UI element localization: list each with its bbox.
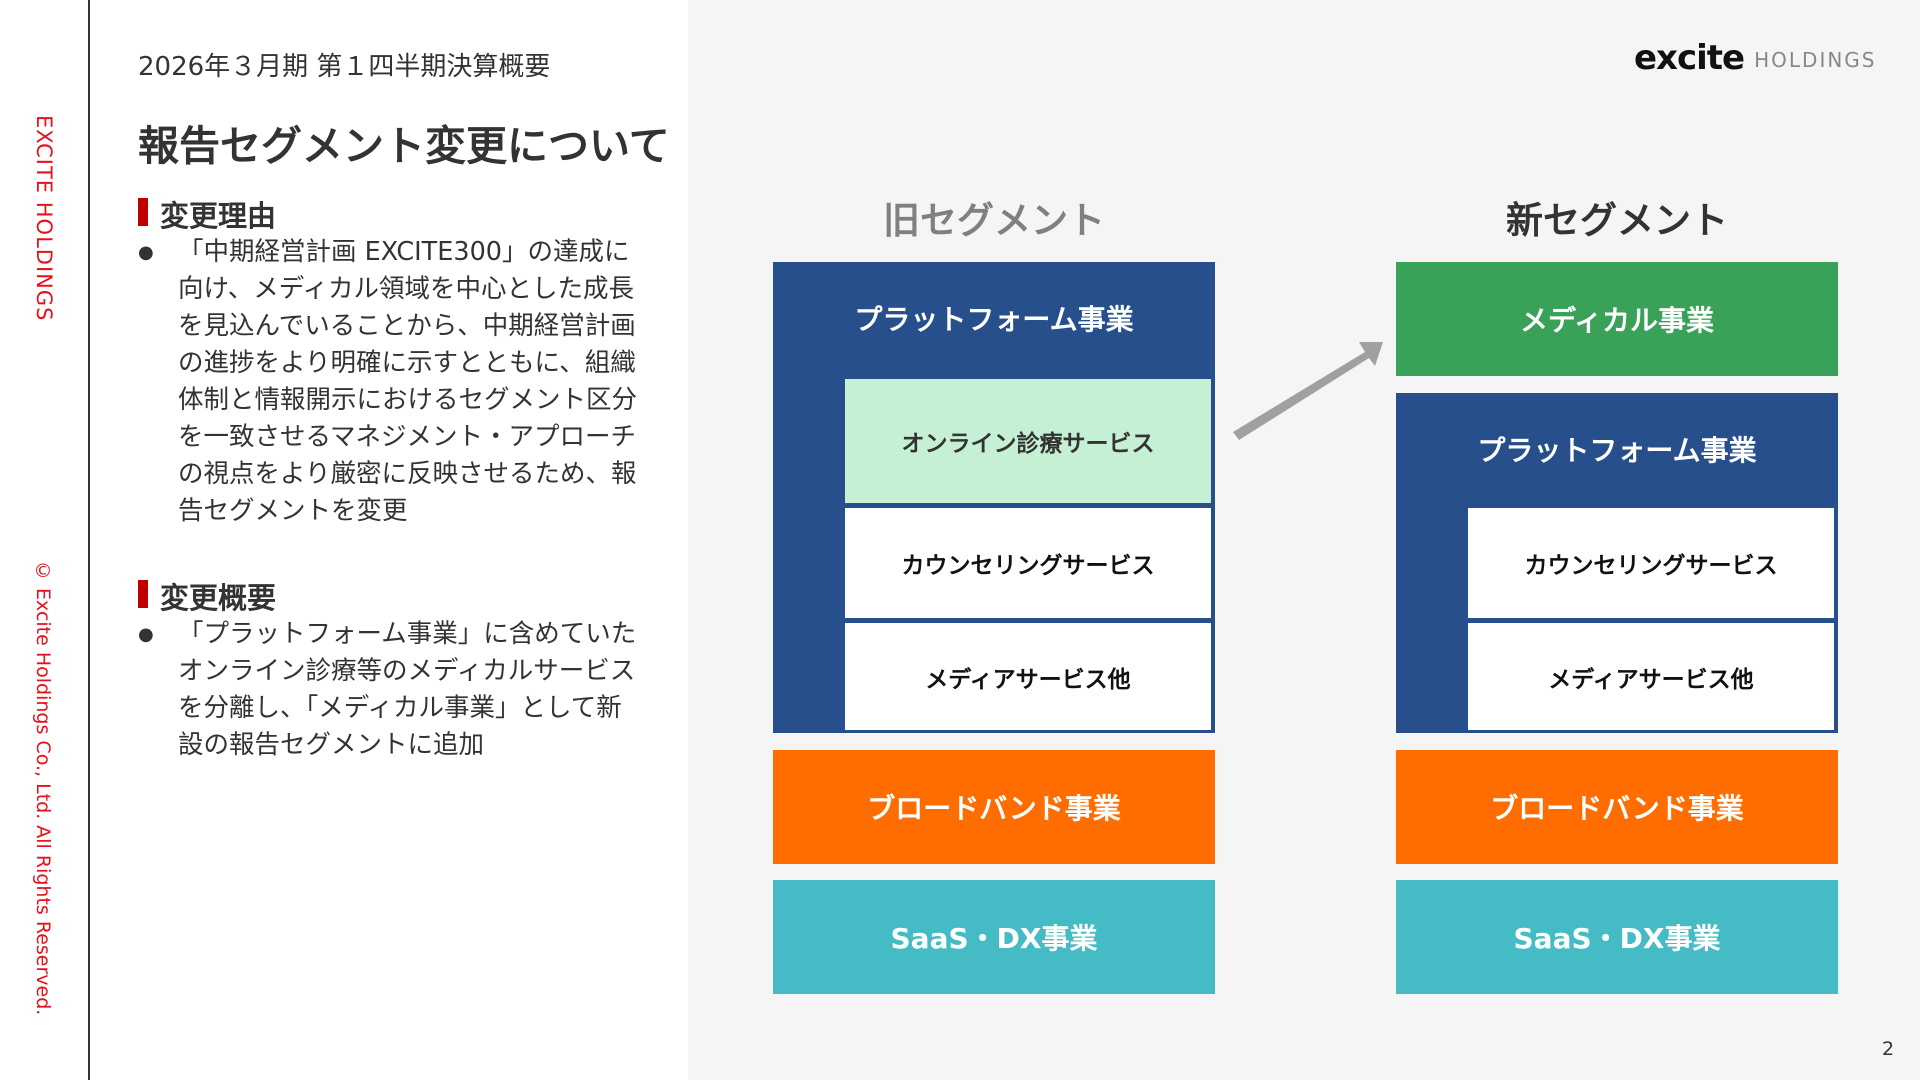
bullet-text-line: 告セグメントを変更 [178, 496, 408, 526]
left-panel [0, 0, 688, 1080]
arrow-icon [1233, 342, 1383, 440]
bullet-text-line: を分離し、「メディカル事業」として新 [178, 693, 622, 723]
new-saas-block: SaaS・DX事業 [1396, 880, 1838, 994]
subtitle: 2026年３月期 第１四半期決算概要 [138, 52, 551, 82]
bullet-text-line: 「中期経営計画 EXCITE300」の達成に [178, 237, 630, 267]
side-brand: EXCITE HOLDINGS [32, 115, 56, 322]
new-broadband-block: ブロードバンド事業 [1396, 750, 1838, 864]
old-platform-label: プラットフォーム事業 [854, 303, 1134, 336]
reason-bullet: ● 「中期経営計画 EXCITE300」の達成に向け、メディカル領域を中心とした… [138, 234, 637, 530]
bullet-text-line: の視点をより厳密に反映させるため、報 [178, 459, 637, 489]
bullet-text-line: オンライン診療等のメディカルサービス [178, 656, 636, 686]
bullet-text-line: を一致させるマネジメント・アプローチ [178, 422, 636, 452]
side-copyright: © Excite Holdings Co., Ltd. All Rights R… [32, 560, 54, 1016]
new-platform-label: プラットフォーム事業 [1477, 434, 1757, 467]
divider-line [88, 0, 90, 1080]
old-media-service: メディアサービス他 [845, 623, 1211, 730]
page-title: 報告セグメント変更について [138, 122, 670, 170]
logo-sub: HOLDINGS [1754, 48, 1877, 72]
new-media-service: メディアサービス他 [1468, 623, 1834, 730]
new-segment-header: 新セグメント [1506, 199, 1728, 242]
section-heading-reason: 変更理由 [138, 193, 276, 235]
logo-main: excite [1634, 38, 1745, 78]
old-broadband-block: ブロードバンド事業 [773, 750, 1215, 864]
bullet-text-line: 向け、メディカル領域を中心とした成長 [178, 274, 634, 304]
old-segment-header: 旧セグメント [883, 199, 1105, 242]
new-counseling-service: カウンセリングサービス [1468, 508, 1834, 618]
bullet-text-line: 設の報告セグメントに追加 [178, 730, 485, 760]
bullet-text-line: の進捗をより明確に示すとともに、組織 [178, 348, 636, 378]
section-heading-summary: 変更概要 [138, 575, 276, 617]
bullet-text-line: を見込んでいることから、中期経営計画 [178, 311, 636, 341]
bullet-icon: ● [138, 242, 154, 263]
page-number: 2 [1882, 1038, 1895, 1060]
old-online-service: オンライン診療サービス [845, 379, 1211, 503]
old-counseling-service: カウンセリングサービス [845, 508, 1211, 618]
bullet-text-line: 「プラットフォーム事業」に含めていた [178, 619, 637, 649]
bullet-icon: ● [138, 624, 154, 645]
old-saas-block: SaaS・DX事業 [773, 880, 1215, 994]
excite-holdings-logo: excite HOLDINGS [1634, 38, 1877, 78]
bullet-text-line: 体制と情報開示におけるセグメント区分 [178, 385, 638, 415]
new-medical-block: メディカル事業 [1396, 262, 1838, 376]
summary-bullet: ● 「プラットフォーム事業」に含めていたオンライン診療等のメディカルサービスを分… [138, 616, 636, 764]
